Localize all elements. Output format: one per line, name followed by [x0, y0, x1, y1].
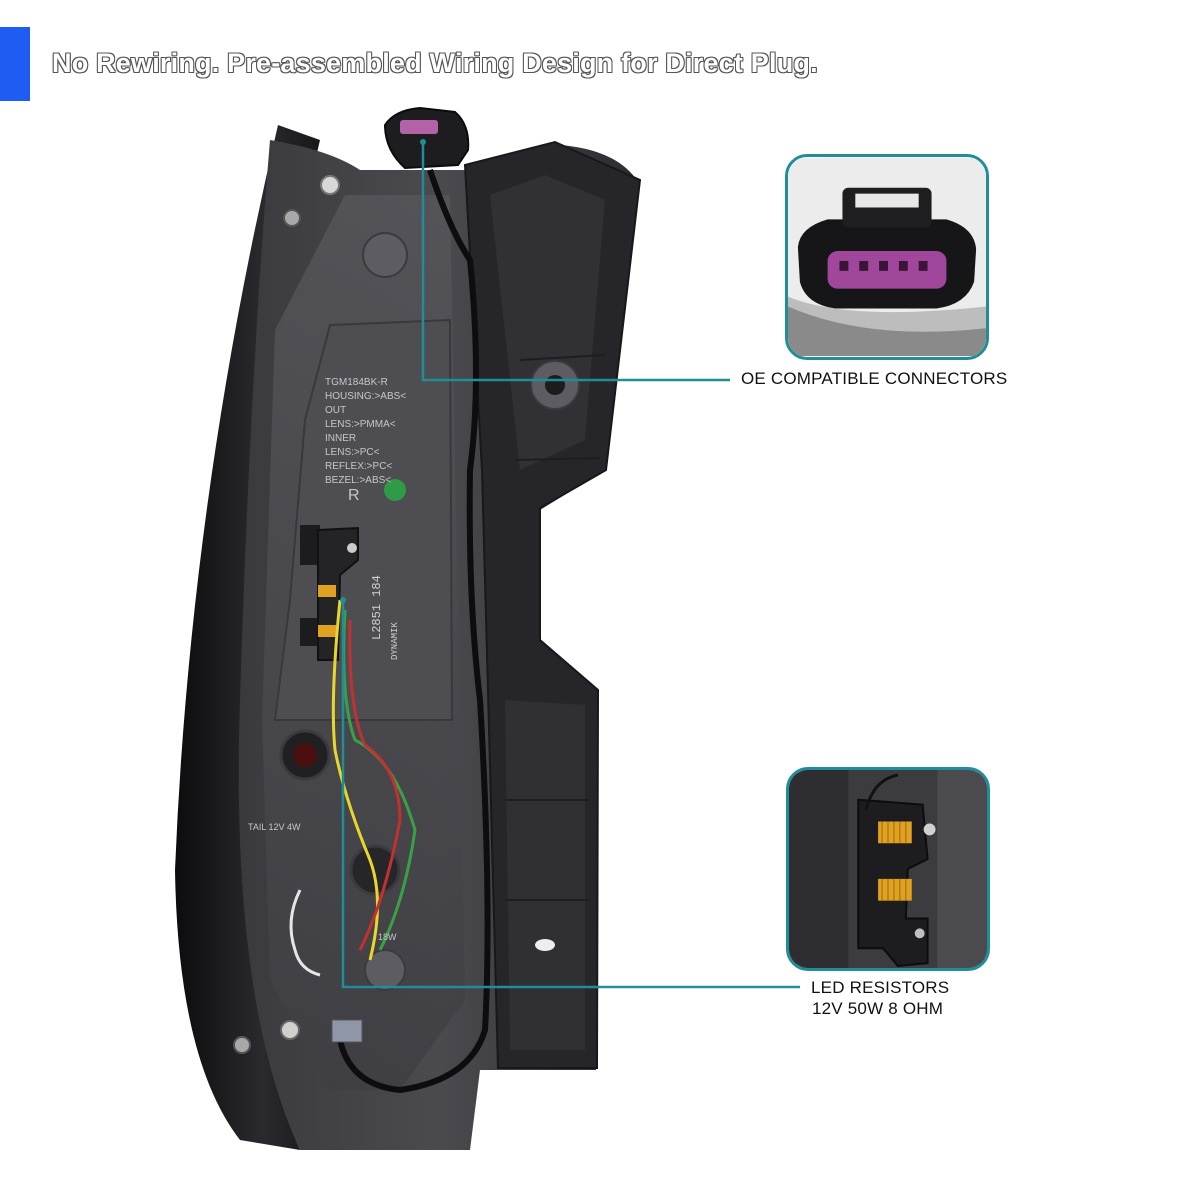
connector-zoom-box	[785, 154, 989, 360]
housing-text-6: REFLEX:>PC<	[325, 461, 392, 472]
brand-text: DYNAMIK	[390, 622, 400, 660]
housing-text-7: BEZEL:>ABS<	[325, 475, 391, 486]
housing-text-4: INNER	[325, 433, 356, 444]
connector-callout-line	[421, 142, 730, 382]
resistor-callout-line	[341, 600, 800, 989]
housing-text-0: TGM184BK-R	[325, 377, 388, 388]
resistor-zoom-box	[786, 767, 990, 971]
bulb-spec: TAIL 12V 4W	[248, 822, 301, 832]
serial-text: L2851 184	[370, 575, 384, 640]
resistor-label: LED RESISTORS	[811, 978, 950, 997]
page-title: No Rewiring. Pre-assembled Wiring Design…	[52, 48, 818, 78]
bulb-watt: 18W	[378, 932, 397, 942]
resistor-spec-label: 12V 50W 8 OHM	[812, 999, 944, 1018]
side-mark: R	[348, 487, 360, 504]
plug-connector-icon	[788, 158, 986, 356]
housing-text-3: LENS:>PMMA<	[325, 419, 396, 430]
housing-text-1: HOUSING:>ABS<	[325, 391, 406, 402]
connector-label: OE COMPATIBLE CONNECTORS	[741, 369, 1008, 388]
housing-text-5: LENS:>PC<	[325, 447, 380, 458]
housing-text-2: OUT	[325, 405, 346, 416]
accent-bar	[0, 27, 30, 101]
resistor-icon	[789, 770, 987, 968]
